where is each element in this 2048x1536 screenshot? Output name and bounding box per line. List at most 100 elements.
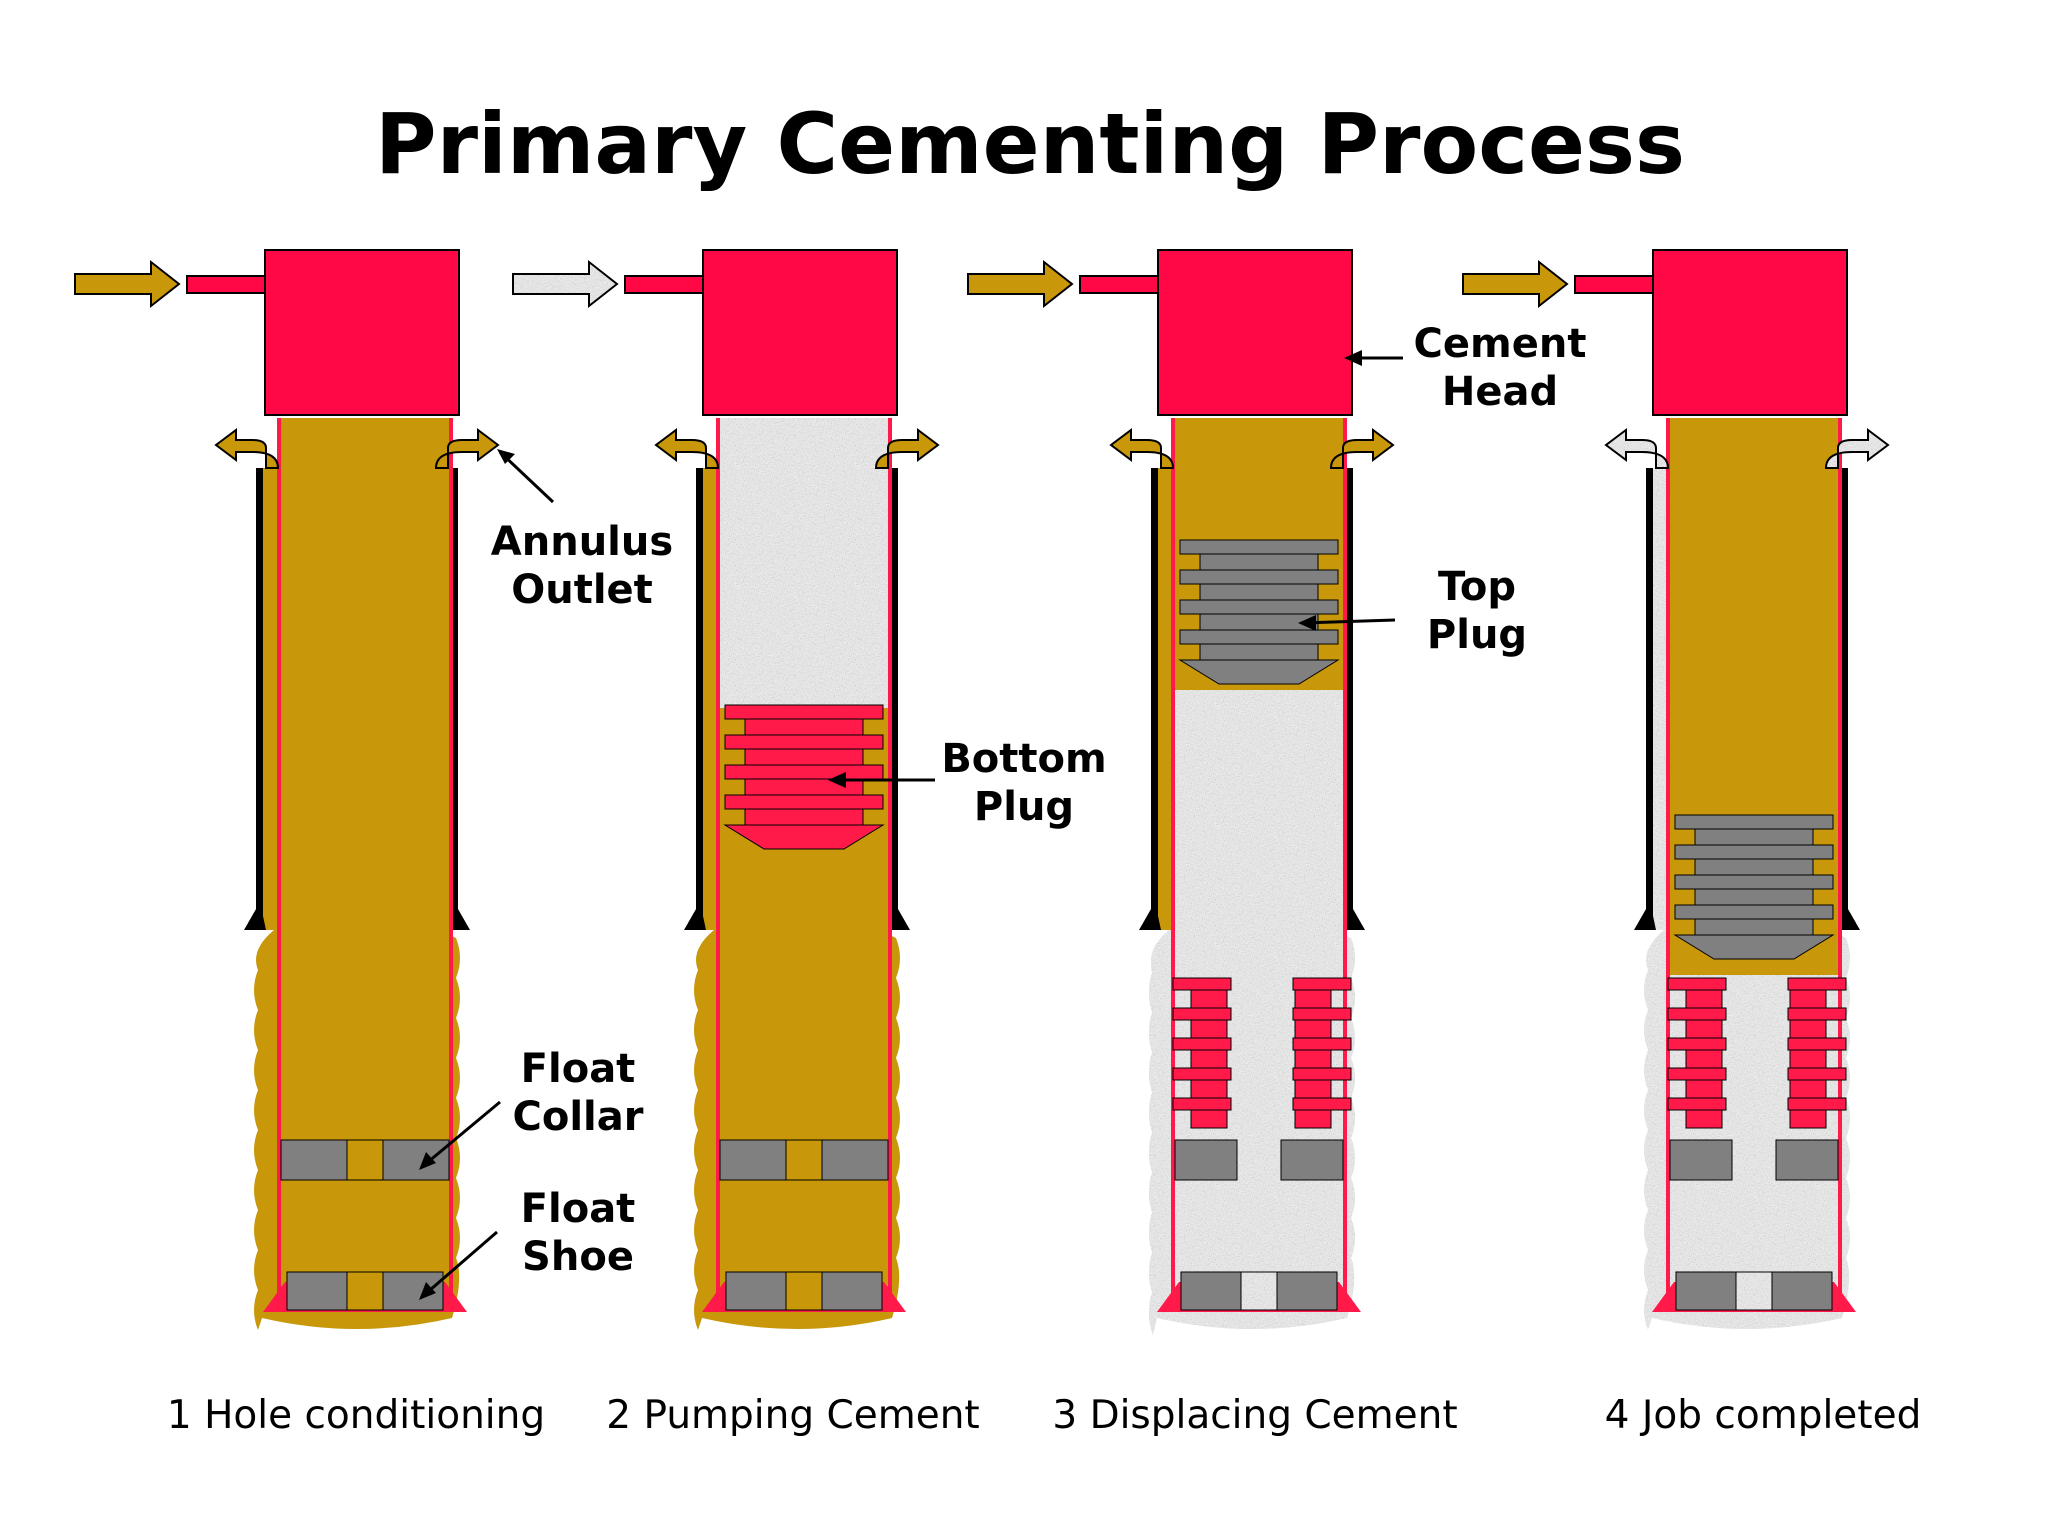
bottom-plug-ruptured-body (1789, 1109, 1827, 1129)
top-plug-wiper (1178, 659, 1340, 685)
bottom-plug-fin (724, 704, 884, 720)
float-shoe-valve (1735, 1271, 1773, 1311)
float-collar-label-line2: Collar (513, 1094, 644, 1140)
annulus-outlet-arrow-left (654, 428, 720, 469)
annulus-outlet-arrow-left (1109, 428, 1175, 469)
top-plug-body (1199, 583, 1319, 601)
float-shoe-valve (1240, 1271, 1278, 1311)
bottom-plug-ruptured-fin (1787, 1037, 1847, 1051)
inlet-line (624, 275, 704, 294)
top-plug-fin (1674, 844, 1834, 860)
top-plug-fin (1674, 814, 1834, 830)
stage-4-caption: 4 Job completed (1605, 1393, 1922, 1438)
bottom-plug-ruptured-fin (1172, 1067, 1232, 1081)
top-plug-body (1694, 828, 1814, 846)
inlet-line (186, 275, 266, 294)
casing-wall-left (1171, 418, 1175, 1308)
bottom-plug-ruptured-fin (1787, 1097, 1847, 1111)
bottom-plug-ruptured-fin (1292, 1007, 1352, 1021)
stage-2 (512, 249, 940, 1330)
bottom-plug-ruptured-body (1294, 1079, 1332, 1099)
inlet-line (1574, 275, 1654, 294)
stage-panels (74, 249, 1890, 1335)
cement-head (264, 249, 460, 416)
casing-wall-left (277, 418, 281, 1308)
top-plug-label-line1: Top (1438, 564, 1516, 610)
outer-casing-left (696, 468, 703, 930)
callout-bottom-plug: Bottom Plug (828, 736, 1107, 830)
float-collar (1775, 1139, 1839, 1181)
float-collar-valve (785, 1139, 823, 1181)
bottom-plug-fin (724, 764, 884, 780)
annulus-outlet-label-line1: Annulus (491, 519, 673, 565)
float-shoe-pointer (421, 1230, 498, 1299)
cement-head (1157, 249, 1353, 416)
bottom-plug-ruptured-body (1294, 1109, 1332, 1129)
callout-top-plug: Top Plug (1298, 564, 1527, 658)
float-shoe-label-line1: Float (521, 1186, 636, 1232)
bottom-plug-wiper (723, 824, 885, 850)
casing-shoe-left (1634, 902, 1656, 930)
annulus-outlet-arrow-right (1329, 428, 1395, 469)
casing-shoe-left (244, 902, 266, 930)
bottom-plug-body (744, 718, 864, 736)
top-plug-body (1199, 643, 1319, 661)
float-collar-pointer (421, 1100, 501, 1169)
stage-3-caption: 3 Displacing Cement (1052, 1393, 1457, 1438)
bottom-plug-ruptured-fin (1667, 1067, 1727, 1081)
cement-head (1652, 249, 1848, 416)
outer-casing-left (1646, 468, 1653, 930)
annulus-outlet-arrow-right (1824, 428, 1890, 469)
outer-casing-right (451, 468, 458, 930)
callout-float-collar: Float Collar (419, 1046, 644, 1170)
bottom-plug-ruptured-body (1685, 1019, 1723, 1039)
bottom-plug-fin (724, 734, 884, 750)
float-collar (1174, 1139, 1238, 1181)
float-collar (1280, 1139, 1344, 1181)
bottom-plug-body (744, 748, 864, 766)
outer-casing-left (256, 468, 263, 930)
float-shoe-label-line2: Shoe (522, 1234, 634, 1280)
page-title: Primary Cementing Process (375, 95, 1685, 193)
casing-wall-right (1838, 418, 1842, 1308)
bottom-plug-ruptured-fin (1292, 977, 1352, 991)
cement-head-arrowhead (1344, 350, 1362, 366)
bottom-plug-ruptured-fin (1292, 1097, 1352, 1111)
bottom-plug-ruptured-body (1190, 1079, 1228, 1099)
outer-casing-left (1151, 468, 1158, 930)
bottom-plug-label-line2: Plug (974, 784, 1074, 830)
top-plug-label-line2: Plug (1427, 612, 1527, 658)
inflow-arrow (74, 259, 181, 309)
top-plug-body (1694, 918, 1814, 936)
outer-casing-right (1841, 468, 1848, 930)
bottom-plug-ruptured-body (1685, 1109, 1723, 1129)
stage-3 (967, 249, 1395, 1335)
bottom-plug-ruptured-fin (1787, 1067, 1847, 1081)
bottom-plug-ruptured-fin (1787, 1007, 1847, 1021)
callout-annulus-outlet: Annulus Outlet (491, 449, 673, 613)
float-collar-label-line1: Float (521, 1046, 636, 1092)
bottom-plug-ruptured-body (1789, 1079, 1827, 1099)
float-shoe-arrowhead (419, 1282, 436, 1300)
casing-wall-left (716, 418, 720, 1308)
top-plug-fin (1179, 599, 1339, 615)
casing-wall-left (1666, 418, 1670, 1308)
annulus-outlet-pointer (498, 450, 555, 504)
top-plug-fin (1179, 629, 1339, 645)
casing-wall-right (888, 418, 892, 1308)
top-plug-arrowhead (1298, 615, 1316, 631)
float-collar-arrowhead (419, 1152, 436, 1170)
inflow-arrow (967, 259, 1074, 309)
bottom-plug-ruptured-body (1789, 989, 1827, 1009)
cement-head (702, 249, 898, 416)
cement-slurry (720, 418, 888, 708)
top-plug-wiper (1673, 934, 1835, 960)
top-plug-body (1694, 888, 1814, 906)
annulus-outlet-arrow-left (214, 428, 280, 469)
bottom-plug-ruptured-body (1190, 1019, 1228, 1039)
bottom-plug-ruptured-body (1294, 1019, 1332, 1039)
annulus-outlet-arrow-right (874, 428, 940, 469)
top-plug-body (1694, 858, 1814, 876)
bottom-plug-ruptured-fin (1172, 1037, 1232, 1051)
